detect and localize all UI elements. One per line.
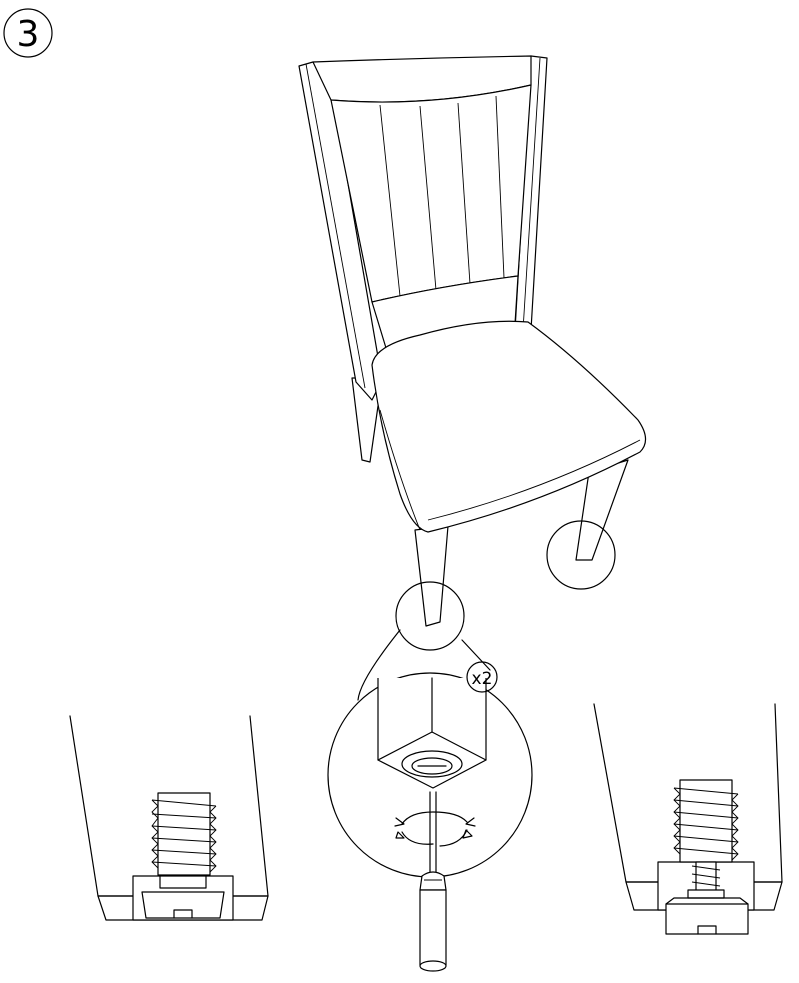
leg-highlight-right [546,520,616,590]
leg-right-side [249,715,269,897]
screwdriver-icon [419,869,447,972]
leveler-foot-icon [69,715,269,921]
quantity-label: x2 [472,669,493,689]
chair-icon [298,55,647,627]
leg-left-side [69,715,99,897]
detail-connector [357,629,401,701]
chair-slats [379,95,505,297]
leveler-extended-icon [593,703,783,935]
leg-highlight-left [395,581,465,651]
threaded-insert [401,750,463,778]
rotate-arrows-icon [394,811,476,847]
chair-front-left-leg [414,525,449,627]
foot-base-right [665,903,749,935]
bolt-threads-left [151,792,217,876]
step-number: 3 [17,14,40,55]
chair-seat [371,320,647,533]
step-badge: 3 [3,8,53,58]
detail-view-adjust [327,672,533,878]
bolt-threads-right [673,779,739,863]
quantity-badge: x2 [466,661,498,693]
